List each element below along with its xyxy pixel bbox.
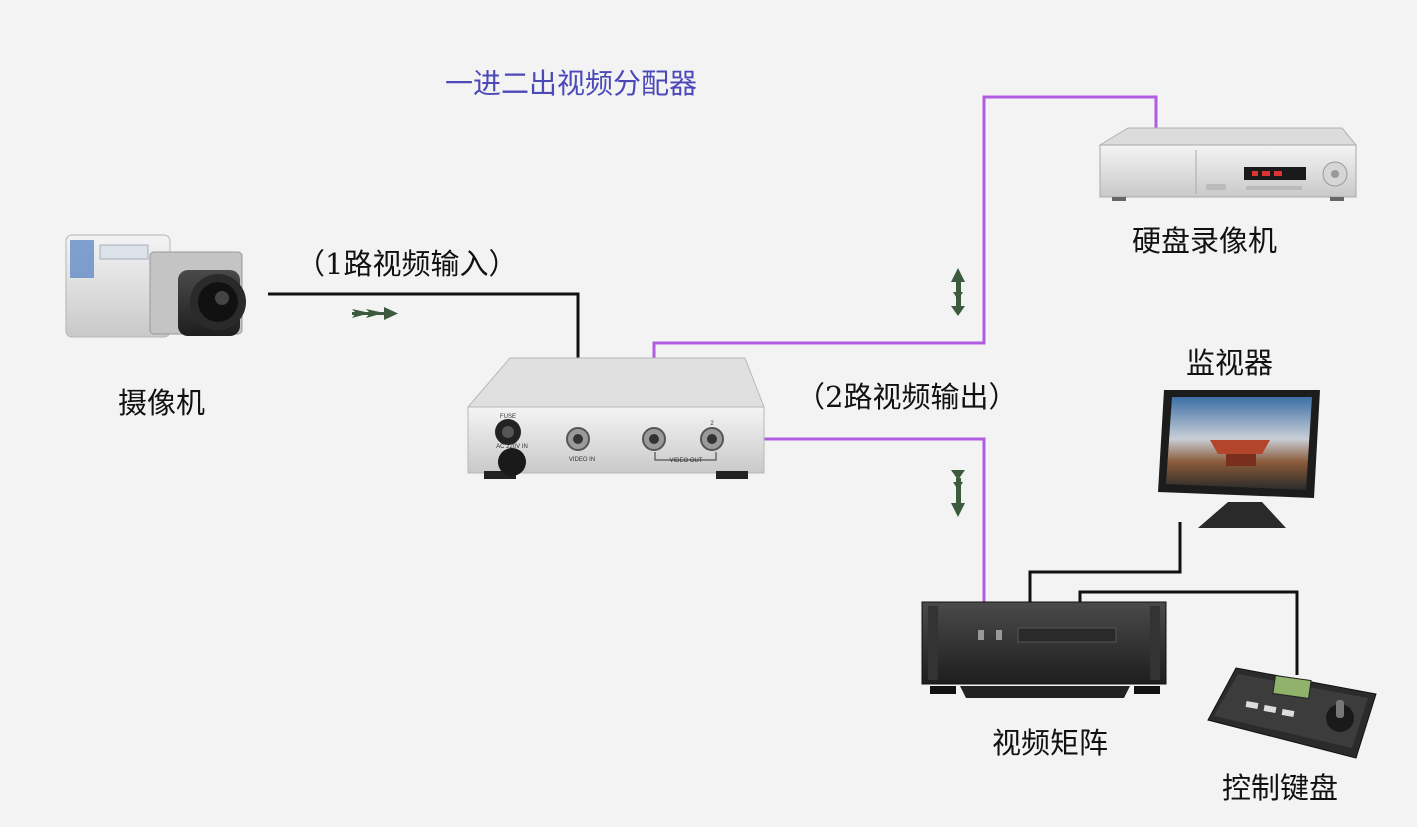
output-label: （2路视频输出）	[796, 380, 1018, 414]
out-2-label: 2	[710, 421, 714, 427]
keyboard-label: 控制键盘	[1222, 771, 1339, 805]
video-matrix-icon	[921, 601, 1167, 698]
dvr-label: 硬盘录像机	[1132, 224, 1278, 258]
control-cable-keyboard	[1078, 590, 1299, 675]
arrow-down-icon	[951, 470, 965, 517]
input-label: （1路视频输入）	[296, 247, 518, 281]
video-out-label: VIDEO OUT	[669, 458, 702, 464]
monitor-label: 监视器	[1186, 346, 1274, 380]
diagram-title: 一进二出视频分配器	[445, 67, 698, 100]
output-cable-matrix	[712, 437, 986, 604]
arrow-up-icon	[951, 268, 965, 316]
control-cable-monitor	[1028, 522, 1182, 602]
matrix-label: 视频矩阵	[992, 726, 1109, 760]
video-distributor-icon: FUSE AC 220V IN VIDEO IN 2 VIDEO OUT	[466, 357, 765, 479]
dvr-icon	[1098, 127, 1358, 201]
camera-icon	[65, 234, 246, 338]
arrow-right-icon	[352, 307, 398, 320]
video-in-label: VIDEO IN	[569, 457, 595, 463]
fuse-label: FUSE	[500, 414, 516, 420]
power-label: AC 220V IN	[496, 444, 528, 450]
camera-label: 摄像机	[118, 386, 206, 420]
control-keyboard-icon	[1207, 667, 1377, 759]
monitor-icon	[1158, 390, 1320, 528]
